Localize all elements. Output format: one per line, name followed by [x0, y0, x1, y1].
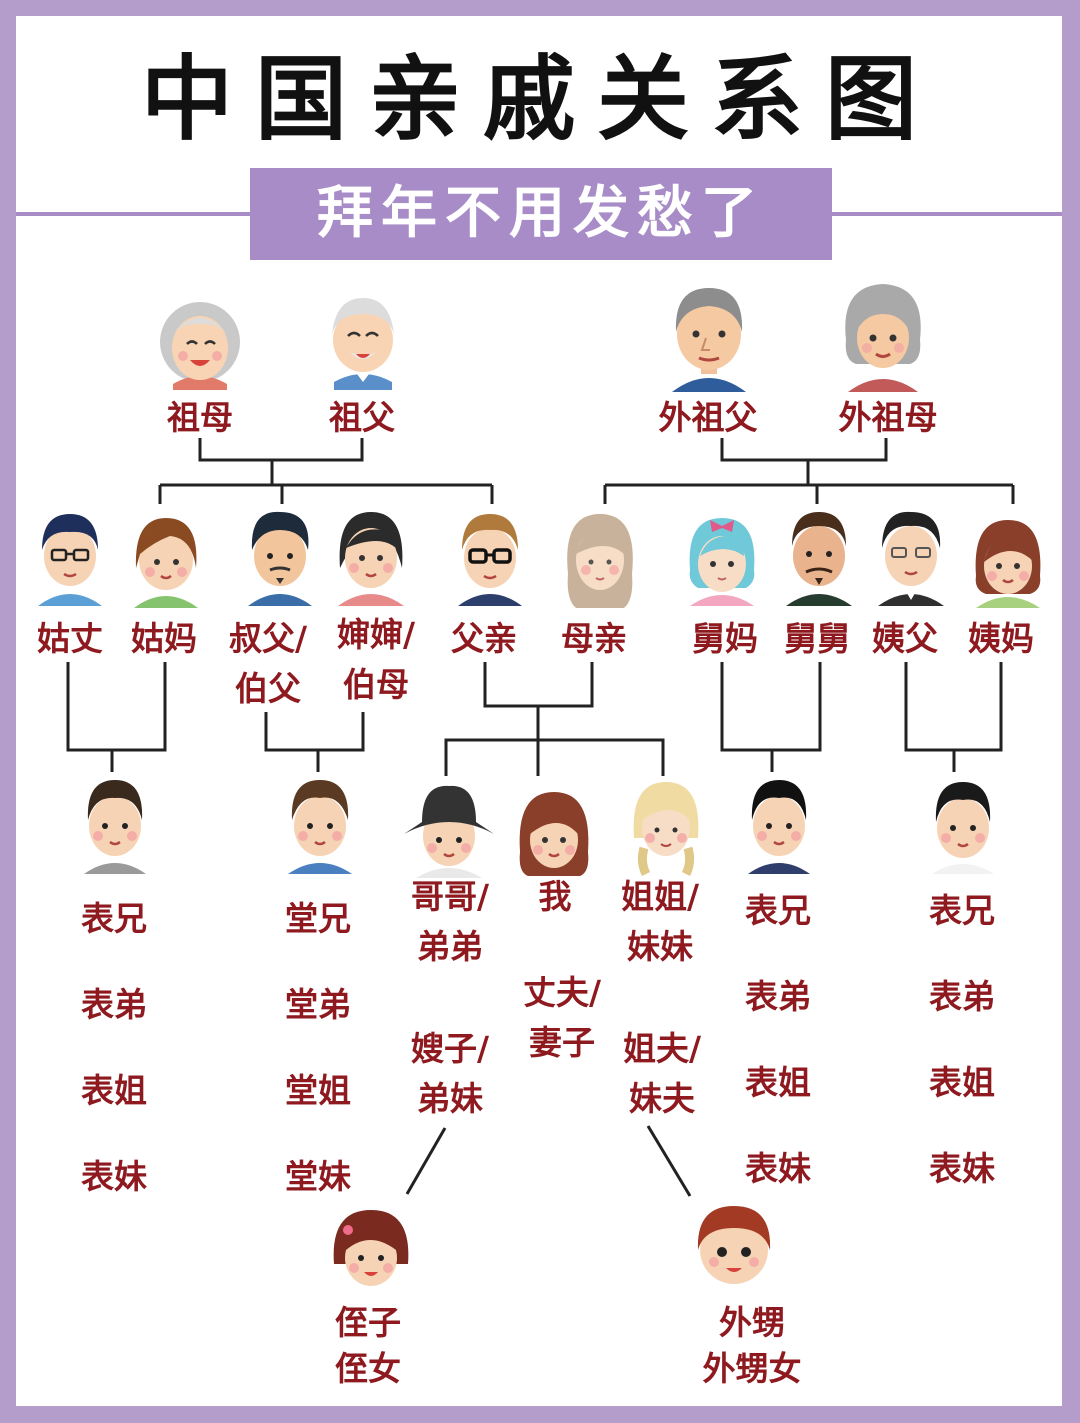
label-line: 表弟 [929, 977, 995, 1016]
label-line: 伯父 [235, 669, 301, 708]
ge-ge-avatar [404, 785, 494, 878]
label-spouse: 丈夫/ 妻子 [514, 968, 610, 1068]
label-line: 堂弟 [285, 985, 351, 1024]
label-line: 妻子 [529, 1023, 595, 1062]
label-mother: 母亲 [561, 619, 627, 658]
label-paternal-grandmother: 祖母 [167, 398, 233, 437]
label-line: 外甥 [719, 1303, 785, 1342]
shu-fu-avatar [248, 511, 312, 606]
label-line: 表姐 [929, 1063, 995, 1102]
label-biao-yi: 表兄 表弟 表姐 表妹 [922, 868, 1002, 1212]
label-jiu-jiu: 舅舅 [784, 619, 850, 658]
label-line: 弟妹 [417, 1079, 483, 1118]
label-line: 堂兄 [285, 899, 351, 938]
label-line: 叔父/ [228, 619, 308, 658]
biao-xiong-yi-avatar [932, 782, 994, 874]
label-tang: 堂兄 堂弟 堂姐 堂妹 [278, 876, 358, 1220]
label-line: 表姐 [745, 1063, 811, 1102]
yi-fu-avatar [878, 511, 944, 606]
label-nephews: 侄子 侄女 [322, 1300, 414, 1392]
label-biao-jiu: 表兄 表弟 表姐 表妹 [738, 868, 818, 1212]
label-brothers: 哥哥/ 弟弟 [402, 872, 498, 972]
label-line: 侄子 [335, 1303, 401, 1342]
label-biao-paternal: 表兄 表弟 表姐 表妹 [74, 876, 154, 1220]
yi-ma-avatar [975, 520, 1041, 608]
label-shen-shen: 婶婶/ 伯母 [330, 610, 422, 710]
label-gu-ma: 姑妈 [131, 619, 197, 658]
label-line: 表弟 [81, 985, 147, 1024]
maternal-grandfather-avatar [672, 288, 746, 392]
label-line: 表兄 [745, 891, 811, 930]
page-title: 中国亲戚关系图 [140, 45, 939, 153]
label-sisters: 姐姐/ 妹妹 [612, 872, 708, 972]
label-line: 堂姐 [285, 1071, 351, 1110]
label-line: 外甥女 [702, 1349, 802, 1388]
label-me: 我 [538, 877, 572, 916]
label-line: 哥哥/ [410, 877, 490, 916]
label-line: 伯母 [343, 665, 409, 704]
father-avatar [458, 514, 522, 606]
label-jiu-ma: 舅妈 [692, 619, 758, 658]
shen-shen-avatar [338, 512, 404, 606]
label-father: 父亲 [451, 619, 517, 658]
label-maternal-grandmother: 外祖母 [838, 398, 938, 437]
label-line: 妹妹 [627, 927, 693, 966]
gu-ma-avatar [134, 518, 198, 608]
label-brothers-wives: 嫂子/ 弟妹 [402, 1024, 498, 1124]
label-line: 侄女 [335, 1349, 401, 1388]
biao-xiong-avatar [84, 780, 146, 874]
jiu-ma-avatar [689, 518, 755, 606]
grandmother-avatar [160, 302, 240, 390]
label-line: 堂妹 [285, 1157, 351, 1196]
grandfather-avatar [332, 298, 394, 390]
label-line: 婶婶/ [336, 615, 416, 654]
label-line: 表弟 [745, 977, 811, 1016]
jie-jie-avatar [633, 782, 699, 876]
label-line: 表妹 [929, 1149, 995, 1188]
label-line: 表兄 [81, 899, 147, 938]
label-line: 表妹 [745, 1149, 811, 1188]
label-line: 表兄 [929, 891, 995, 930]
label-line: 姐夫/ [622, 1029, 702, 1068]
me-avatar [519, 792, 589, 876]
label-paternal-grandfather: 祖父 [329, 398, 395, 437]
label-line: 丈夫/ [522, 973, 602, 1012]
label-nephews-sister: 外甥 外甥女 [690, 1300, 814, 1392]
label-line: 妹夫 [629, 1079, 695, 1118]
label-sisters-husbands: 姐夫/ 妹夫 [614, 1024, 710, 1124]
label-maternal-grandfather: 外祖父 [658, 398, 758, 437]
zhi-nv-avatar [333, 1210, 409, 1286]
jiu-jiu-avatar [786, 512, 852, 606]
mother-avatar [567, 514, 633, 608]
gu-zhang-avatar [38, 514, 102, 606]
label-line: 表妹 [81, 1157, 147, 1196]
tang-xiong-avatar [288, 780, 352, 874]
label-gu-zhang: 姑丈 [37, 619, 103, 658]
label-yi-ma: 姨妈 [968, 619, 1034, 658]
label-line: 姐姐/ [620, 877, 700, 916]
label-line: 弟弟 [417, 927, 483, 966]
label-line: 表姐 [81, 1071, 147, 1110]
subtitle-banner: 拜年不用发愁了 [250, 168, 832, 260]
maternal-grandmother-avatar [845, 284, 921, 392]
label-line: 嫂子/ [410, 1029, 490, 1068]
biao-xiong-jiu-avatar [748, 780, 810, 874]
label-yi-fu: 姨父 [872, 619, 938, 658]
label-shu-fu: 叔父/ 伯父 [222, 614, 314, 714]
wai-sheng-avatar [697, 1206, 771, 1284]
